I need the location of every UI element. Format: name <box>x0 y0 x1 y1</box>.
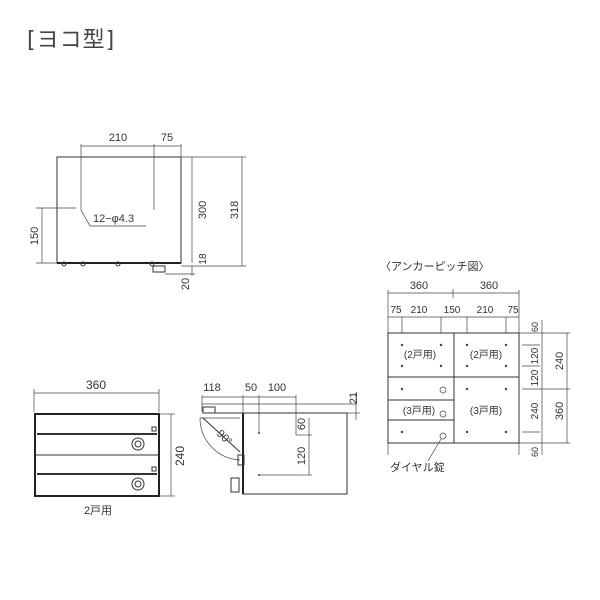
cell-2-left: (2戸用) <box>404 349 436 361</box>
dial-lock-icon <box>131 477 145 491</box>
dim-18: 18 <box>198 253 209 265</box>
side-dim-120: 120 <box>296 447 308 465</box>
dim-60-top: 60 <box>530 322 540 332</box>
dim-150: 150 <box>444 305 461 316</box>
front-view: 360 240 2戸用 <box>33 378 187 517</box>
dim-120-a: 120 <box>530 347 541 364</box>
dim-75-a: 75 <box>390 305 402 316</box>
dim-150: 150 <box>29 227 41 245</box>
dial-lock-icon <box>439 432 447 440</box>
dim-318: 318 <box>229 201 241 219</box>
cell-3-left: (3戸用) <box>403 405 435 417</box>
cell-2-right: (2戸用) <box>470 349 502 361</box>
dim-210-b: 210 <box>477 305 494 316</box>
drawing-title: [ヨコ型] <box>27 28 116 53</box>
top-view: 210 75 12−φ4.3 150 300 318 18 20 <box>29 132 246 290</box>
side-dim-21: 21 <box>348 392 360 404</box>
dial-lock-icon <box>131 437 145 451</box>
dim-120-b: 120 <box>530 369 541 386</box>
side-dim-100: 100 <box>268 382 286 394</box>
hole-note: 12−φ4.3 <box>93 213 134 225</box>
anchor-title: 〈アンカーピッチ図〉 <box>380 260 490 273</box>
dim-75: 75 <box>161 132 173 144</box>
dim-240-inner: 240 <box>530 402 541 419</box>
dim-240-outer: 240 <box>554 352 566 370</box>
dim-360-right: 360 <box>480 280 498 292</box>
dial-lock-label: ダイヤル錠 <box>390 460 445 474</box>
dim-360-left: 360 <box>410 280 428 292</box>
front-dim-width: 360 <box>86 378 106 392</box>
dial-lock-icon <box>439 386 447 394</box>
dim-20: 20 <box>180 278 192 290</box>
side-view: 118 50 100 90° 21 60 120 <box>199 382 360 495</box>
cell-3-right: (3戸用) <box>470 405 502 417</box>
dim-60-bottom: 60 <box>530 447 540 457</box>
dim-210: 210 <box>109 132 127 144</box>
dim-75-b: 75 <box>507 305 519 316</box>
front-dim-height: 240 <box>173 446 187 466</box>
front-caption: 2戸用 <box>84 505 112 517</box>
side-dim-118: 118 <box>203 382 221 394</box>
dim-210-a: 210 <box>411 305 428 316</box>
side-dim-60: 60 <box>296 418 308 430</box>
dim-300: 300 <box>197 201 209 219</box>
side-dim-50: 50 <box>245 382 257 394</box>
anchor-pitch-diagram: 〈アンカーピッチ図〉 360 360 75 210 150 210 75 <box>380 260 570 474</box>
dim-360-outer: 360 <box>554 402 566 420</box>
dial-lock-icon <box>439 410 447 418</box>
